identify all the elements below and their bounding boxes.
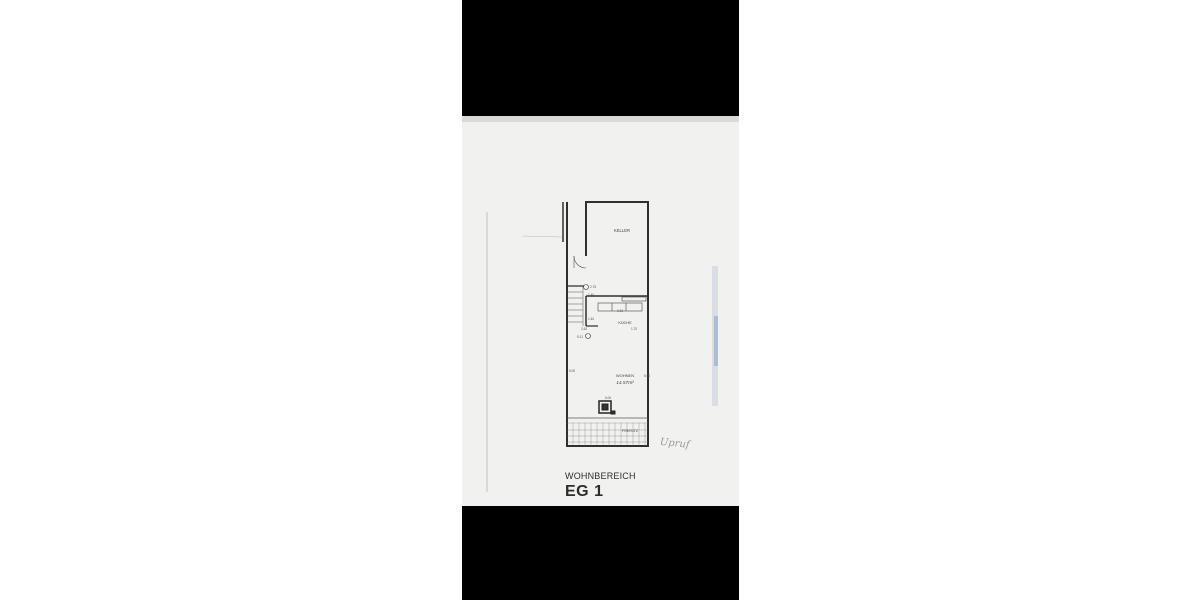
floor-plan-sheet: KELLER KÜCHE WOHNEN 14.57m² FREISITZ 2.7… — [462, 116, 739, 506]
dimension-label: 1.40 — [588, 317, 594, 321]
room-label-kueche: KÜCHE — [618, 321, 632, 325]
scan-left-margin — [486, 212, 488, 492]
stove — [598, 400, 616, 415]
scan-stroke-top — [521, 235, 563, 238]
room-label-keller: KELLER — [614, 228, 630, 233]
room-area-wohnen: 14.57m² — [616, 380, 634, 386]
scan-blue-mark — [714, 316, 718, 366]
room-label-wohnen: WOHNEN — [616, 373, 634, 378]
dimension-label: 1.70 — [631, 327, 637, 331]
plan-caption-title: EG 1 — [565, 483, 604, 500]
paper-top-edge — [462, 116, 739, 122]
room-label-freisitz: FREISITZ — [622, 429, 639, 433]
dimension-label: 5.00 — [569, 369, 575, 373]
dimension-label: 5.00 — [644, 374, 650, 378]
dimension-label: 1.40 — [588, 293, 594, 297]
dimension-label: 5.11 — [577, 335, 583, 339]
wall-outer — [566, 201, 649, 447]
kitchen-counter — [597, 296, 647, 312]
dimension-label: 2.62 — [581, 327, 587, 331]
walls — [562, 201, 649, 447]
plan-caption: WOHNBEREICH EG 1 — [565, 472, 636, 500]
plan-caption-subtitle: WOHNBEREICH — [565, 471, 636, 481]
dimension-label: 6.00 — [605, 396, 611, 400]
floor-plan-drawing: KELLER KÜCHE WOHNEN 14.57m² FREISITZ 2.7… — [462, 116, 739, 492]
freisitz-hatch — [567, 417, 648, 446]
level-marks — [583, 284, 591, 339]
handwritten-note: Upruf — [659, 437, 692, 451]
dimension-label: 2.75 — [590, 285, 596, 289]
door-swing — [573, 255, 587, 269]
dimension-label: 3.40 — [617, 309, 623, 313]
stairs — [567, 286, 584, 326]
